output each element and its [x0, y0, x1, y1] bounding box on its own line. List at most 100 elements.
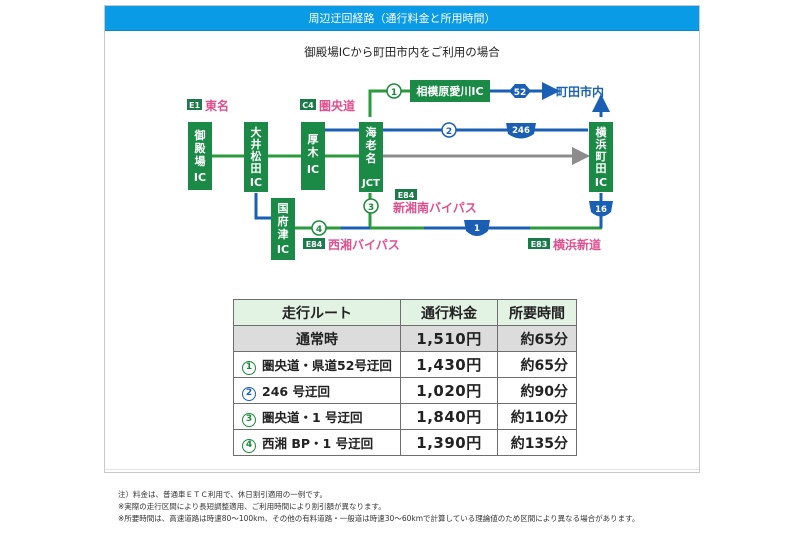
col-header-fare: 通行料金: [400, 299, 498, 326]
svg-text:3: 3: [368, 203, 374, 213]
route-number-4-icon: 4: [311, 220, 327, 236]
ic-gotemba: 御 殿 場 IC: [188, 122, 212, 190]
road-lines: [210, 82, 610, 230]
svg-text:E84: E84: [398, 191, 415, 200]
time-cell: 約110分: [497, 403, 577, 430]
svg-text:東名: 東名: [205, 98, 229, 113]
svg-text:C4: C4: [302, 101, 314, 110]
svg-text:横浜新道: 横浜新道: [553, 237, 601, 252]
fare-cell: 1,020円: [400, 377, 498, 404]
table-header-row: 走行ルート 通行料金 所要時間: [233, 299, 577, 326]
ic-yokohama-machida: 横 浜 町 田 IC: [589, 122, 613, 192]
time-cell: 約65分: [497, 351, 577, 378]
detour-route-panel: 周辺迂回経路（通行料金と所用時間） 御殿場ICから町田市内をご利用の場合: [104, 5, 700, 473]
road-label-yokohama-shindo: E83 横浜新道: [528, 237, 601, 252]
footnote-time: ※所要時間は、高速道路は時速80～100km、その他の有料道路・一般道は時速30…: [118, 514, 640, 523]
svg-text:IC: IC: [194, 171, 206, 184]
route-number-1-icon: 1: [242, 360, 256, 375]
route-comparison-table: 走行ルート 通行料金 所要時間 通常時 1,510円 約65分 1 圏央道・県道5…: [233, 299, 577, 456]
ic-sagamihara-aikawa: 相模原愛川IC: [410, 80, 490, 102]
route-number-3-icon: 3: [363, 198, 379, 214]
svg-text:場: 場: [195, 154, 206, 168]
road-label-tomei: E1 東名: [187, 98, 229, 113]
svg-text:E1: E1: [189, 101, 200, 110]
shield-246-icon: 246: [506, 123, 536, 139]
svg-text:西湘バイパス: 西湘バイパス: [328, 237, 400, 252]
svg-text:新湘南バイパス: 新湘南バイパス: [393, 200, 477, 215]
svg-text:相模原愛川IC: 相模原愛川IC: [416, 84, 483, 98]
route-number-2-icon: 2: [441, 122, 457, 138]
route-number-3-icon: 3: [242, 412, 256, 427]
svg-text:1: 1: [391, 88, 397, 98]
svg-text:老: 老: [365, 138, 377, 152]
table-row: 通常時 1,510円 約65分: [233, 325, 577, 352]
time-cell: 約65分: [497, 325, 577, 352]
svg-text:町: 町: [596, 150, 607, 163]
footnote-discount: ※実際の走行区間により長短調整適用、ご利用時間により割引額が異なります。: [118, 502, 386, 511]
destination-label: 町田市内: [556, 84, 604, 99]
svg-text:IC: IC: [277, 243, 289, 256]
ic-atsugi: 厚 木 IC: [301, 122, 325, 190]
shield-1-icon: 1: [464, 220, 490, 236]
svg-text:国: 国: [278, 202, 289, 215]
svg-text:52: 52: [514, 88, 527, 98]
fare-cell: 1,390円: [400, 429, 498, 456]
svg-text:246: 246: [512, 126, 530, 136]
route-cell: 1 圏央道・県道52号迂回: [233, 351, 401, 378]
ic-kokufuzu: 国 府 津 IC: [271, 198, 295, 260]
svg-text:IC: IC: [595, 176, 607, 189]
route-label: 圏央道・1 号迂回: [262, 409, 363, 425]
route-label: 圏央道・県道52号迂回: [262, 357, 392, 373]
svg-text:御: 御: [194, 128, 206, 142]
route-cell: 通常時: [233, 325, 401, 352]
svg-text:4: 4: [316, 225, 322, 235]
shield-16-icon: 16: [589, 201, 613, 217]
svg-text:E83: E83: [531, 240, 548, 249]
svg-text:田: 田: [251, 162, 262, 175]
road-label-seisho: E84 西湘バイパス: [303, 237, 400, 252]
table-row: 2 246 号迂回 1,020円 約90分: [233, 377, 577, 404]
road-label-kenodo: C4 圏央道: [300, 98, 355, 113]
svg-text:横: 横: [596, 125, 608, 139]
svg-text:田: 田: [596, 162, 607, 175]
time-cell: 約90分: [497, 377, 577, 404]
svg-text:海: 海: [366, 125, 377, 139]
footnotes: 注）料金は、普通車ＥＴＣ利用で、休日割引適用の一例です。 ※実際の走行区間により…: [118, 489, 639, 525]
svg-text:JCT: JCT: [361, 178, 380, 189]
svg-text:津: 津: [278, 227, 289, 241]
divider: [105, 469, 699, 470]
svg-text:1: 1: [474, 224, 480, 234]
footnote-fare: 注）料金は、普通車ＥＴＣ利用で、休日割引適用の一例です。: [118, 490, 327, 499]
time-cell: 約135分: [497, 429, 577, 456]
svg-text:E84: E84: [306, 240, 323, 249]
svg-text:厚: 厚: [308, 133, 319, 146]
svg-text:名: 名: [366, 151, 377, 165]
panel-title: 周辺迂回経路（通行料金と所用時間）: [105, 6, 699, 31]
jct-ebina: 海 老 名 JCT: [359, 122, 383, 192]
svg-text:殿: 殿: [194, 142, 207, 155]
col-header-route: 走行ルート: [233, 299, 401, 326]
table-row: 3 圏央道・1 号迂回 1,840円 約110分: [233, 403, 577, 430]
svg-text:IC: IC: [250, 176, 262, 189]
col-header-time: 所要時間: [497, 299, 577, 326]
svg-text:IC: IC: [307, 163, 319, 176]
svg-text:木: 木: [307, 145, 320, 159]
route-cell: 2 246 号迂回: [233, 377, 401, 404]
route-diagram: 御 殿 場 IC 大 井 松 田 IC 厚 木 IC 海 老 名 JCT: [187, 80, 613, 260]
svg-text:2: 2: [446, 127, 452, 137]
svg-text:井: 井: [251, 137, 262, 151]
route-label: 246 号迂回: [262, 383, 330, 399]
route-number-2-icon: 2: [242, 386, 256, 401]
diagram-subtitle: 御殿場ICから町田市内をご利用の場合: [304, 45, 500, 59]
svg-text:府: 府: [278, 214, 289, 228]
svg-text:浜: 浜: [596, 137, 607, 151]
route-number-4-icon: 4: [242, 438, 256, 453]
shield-52-icon: 52: [509, 84, 531, 98]
road-label-shin-shonan: E84 新湘南バイパス: [393, 189, 477, 215]
fare-cell: 1,510円: [400, 325, 498, 352]
route-cell: 3 圏央道・1 号迂回: [233, 403, 401, 430]
fare-cell: 1,840円: [400, 403, 498, 430]
